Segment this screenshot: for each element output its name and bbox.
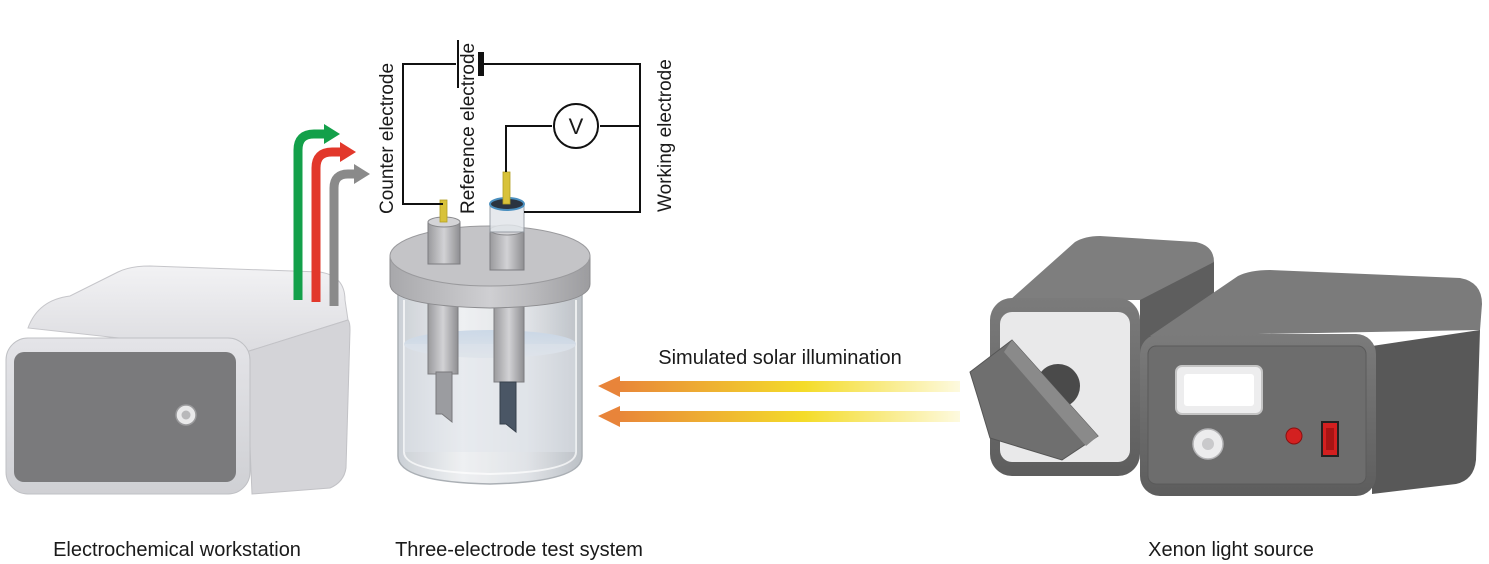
red-cable-arrow: [311, 147, 342, 302]
counter-electrode-plate: [435, 371, 453, 424]
voltmeter-symbol: V: [569, 114, 584, 139]
green-cable-arrow: [293, 129, 326, 300]
power-switch-rocker: [1326, 428, 1334, 450]
illumination-label: Simulated solar illumination: [658, 347, 901, 369]
electrochemical-workstation: [5, 265, 351, 495]
counter-electrode-label: Counter electrode: [377, 63, 398, 214]
working-electrode-rod: [493, 295, 525, 383]
cable-arrows: [293, 124, 370, 306]
power-knob-center-icon: [1202, 438, 1214, 450]
counter-electrode-tip: [439, 199, 448, 223]
reference-wire: [505, 125, 552, 172]
working-electrode-plate: [499, 381, 517, 434]
working-electrode-label: Working electrode: [655, 59, 676, 212]
illumination-beams: [598, 376, 960, 427]
beam-upper: [614, 381, 960, 392]
power-box-top: [1150, 270, 1482, 336]
red-arrowhead-icon: [340, 142, 356, 162]
beam-lower: [614, 411, 960, 422]
gray-arrowhead-icon: [354, 164, 370, 184]
knob-center-icon: [181, 410, 191, 420]
gray-cable-arrow: [329, 169, 356, 306]
circuit: [402, 40, 641, 213]
working-wire: [484, 63, 641, 213]
lamp-mirror-face: [1004, 340, 1098, 446]
workstation-caption: Electrochemical workstation: [53, 539, 301, 561]
beam-lower-arrowhead-icon: [598, 406, 620, 427]
counter-electrode-rod: [427, 295, 459, 375]
workstation-panel: [14, 352, 236, 482]
indicator-light-icon: [1285, 427, 1303, 445]
test-system-caption: Three-electrode test system: [395, 539, 643, 561]
workstation-side: [245, 319, 351, 495]
working-electrode-holder: [489, 229, 525, 271]
beam-upper-arrowhead-icon: [598, 376, 620, 397]
reference-electrode-tip: [502, 171, 511, 205]
voltmeter-icon: [553, 103, 599, 149]
xenon-light-source: [969, 236, 1482, 496]
counter-electrode-holder: [427, 221, 461, 265]
light-source-caption: Xenon light source: [1148, 539, 1314, 561]
lamp-housing-top: [1010, 236, 1214, 300]
power-box-side: [1372, 330, 1480, 494]
counter-wire: [402, 63, 456, 205]
workstation-top: [27, 265, 349, 353]
glass-inner-wall: [403, 300, 577, 476]
green-arrowhead-icon: [324, 124, 340, 144]
reference-electrode-label: Reference electrode: [458, 43, 479, 214]
three-electrode-cell: [389, 171, 591, 485]
display-screen: [1184, 374, 1254, 406]
